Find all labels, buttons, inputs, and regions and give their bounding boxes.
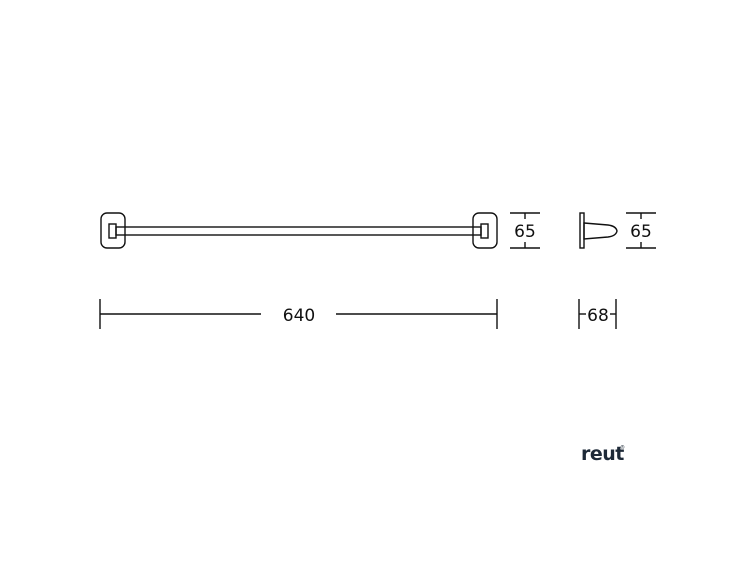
towel-bar (115, 226, 482, 236)
front-height-dimension (510, 212, 540, 249)
right-mount-cap (480, 223, 489, 239)
brand-registered-mark: ® (620, 444, 625, 451)
length-dimension (99, 299, 498, 329)
brand-name: reut (581, 443, 624, 465)
side-view (579, 212, 618, 249)
right-mount-plate (472, 212, 498, 249)
side-height-label: 65 (630, 222, 652, 242)
side-height-dimension (626, 212, 656, 249)
left-mount-cap (108, 223, 117, 239)
depth-dimension (578, 299, 617, 329)
length-label: 640 (283, 306, 315, 326)
brand-logo: reut ® (581, 443, 625, 465)
side-bar-profile (583, 222, 618, 240)
depth-label: 68 (587, 306, 609, 326)
front-height-label: 65 (514, 222, 536, 242)
left-mount-plate (100, 212, 126, 249)
